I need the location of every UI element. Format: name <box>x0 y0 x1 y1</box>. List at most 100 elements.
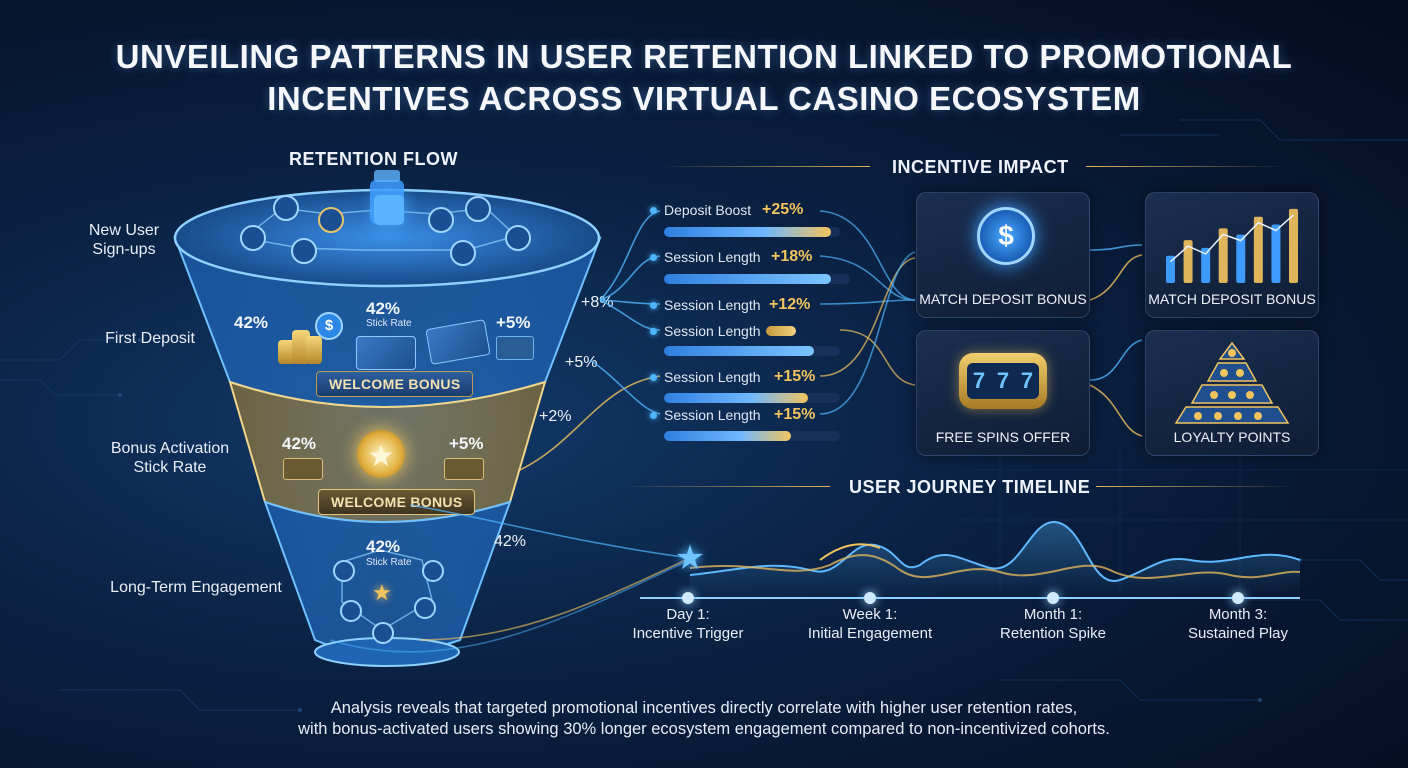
page-title: UNVEILING PATTERNS IN USER RETENTION LIN… <box>0 36 1408 120</box>
user-avatar-icon <box>505 225 531 251</box>
divider-line <box>1096 486 1296 487</box>
user-avatar-icon <box>428 207 454 233</box>
bullet-icon <box>650 374 657 381</box>
metric-bar <box>664 227 840 237</box>
side-value-4: 42% <box>494 533 527 550</box>
metric-bar-fill <box>664 274 832 284</box>
tier3-center-percentage: 42% <box>366 537 401 556</box>
milestone-title: Month 3: <box>1208 606 1268 623</box>
mini-chart-bar <box>1253 216 1263 283</box>
timeline-dot <box>1232 592 1244 604</box>
stage-label-long-term: Long-Term Engagement <box>110 579 282 596</box>
bar-chart-icon <box>1166 208 1298 283</box>
metric-bar <box>664 274 850 284</box>
divider-line <box>660 166 870 167</box>
tier1-badge: WELCOME BONUS <box>316 371 474 397</box>
tier1-center-subtitle: Stick Rate <box>366 318 412 329</box>
tier2-badge: WELCOME BONUS <box>318 489 476 515</box>
coin-stack-icon <box>278 322 322 364</box>
user-avatar-icon <box>340 600 362 622</box>
user-avatar-icon <box>273 195 299 221</box>
tier2-right-percentage: +5% <box>449 434 484 453</box>
mini-chart-bar <box>1271 224 1281 283</box>
timeline-milestone: Month 3: Sustained Play <box>1158 605 1318 643</box>
tier2-left-percentage: 42% <box>282 434 317 453</box>
metric-row: Session Length <box>650 321 850 341</box>
stage-label-bonus-activation: Bonus Activation Stick Rate <box>100 439 240 477</box>
mini-chart-bar <box>1218 228 1228 283</box>
tier3-center-subtitle: Stick Rate <box>366 557 412 568</box>
metric-value: +18% <box>771 248 813 265</box>
metric-value: +15% <box>774 406 816 423</box>
metric-value: +25% <box>762 201 804 218</box>
mini-chart-bar <box>1183 240 1193 283</box>
bullet-icon <box>650 254 657 261</box>
metric-bar-fill <box>766 326 796 336</box>
summary-text: Analysis reveals that targeted promotion… <box>0 698 1408 740</box>
divider-line <box>620 486 830 487</box>
metric-value: +15% <box>774 368 816 385</box>
metric-row: Session Length +15% <box>650 405 850 445</box>
star-burst-icon: ★ <box>674 539 706 577</box>
metric-bar <box>664 431 840 441</box>
timeline-milestone: Month 1: Retention Spike <box>973 605 1133 643</box>
mini-chart-bar <box>1236 234 1246 283</box>
milestone-title: Day 1: <box>666 606 710 623</box>
user-avatar-icon <box>291 238 317 264</box>
user-hologram-icon <box>374 195 404 225</box>
metric-bar-fill <box>664 346 814 356</box>
metric-label: Session Length <box>664 249 761 265</box>
card-label: MATCH DEPOSIT BONUS <box>919 291 1087 307</box>
mini-chart-bar <box>1166 255 1175 283</box>
metric-label: Deposit Boost <box>664 202 752 218</box>
card-match-deposit: $ MATCH DEPOSIT BONUS <box>916 192 1090 318</box>
title-line-1: UNVEILING PATTERNS IN USER RETENTION LIN… <box>115 38 1293 75</box>
card-icon <box>496 336 534 360</box>
bullet-icon <box>650 302 657 309</box>
summary-line-1: Analysis reveals that targeted promotion… <box>330 699 1078 717</box>
metric-bar-fill <box>664 393 809 403</box>
metric-value: +12% <box>769 296 811 313</box>
tier1-right-percentage: +5% <box>496 313 531 332</box>
bullet-icon <box>650 328 657 335</box>
user-avatar-icon <box>333 560 355 582</box>
incentive-impact-title: INCENTIVE IMPACT <box>892 157 1069 177</box>
milestone-caption: Initial Engagement <box>807 625 933 642</box>
user-avatar-icon <box>372 622 394 644</box>
metric-bar <box>664 346 840 356</box>
user-avatar-icon <box>465 196 491 222</box>
milestone-title: Week 1: <box>842 606 898 623</box>
mini-chart-bar <box>1289 208 1298 283</box>
card-icon <box>283 458 323 480</box>
milestone-caption: Retention Spike <box>1000 625 1106 642</box>
stage-label-line: Stick Rate <box>133 459 207 476</box>
metric-row: Deposit Boost +25% <box>650 200 850 240</box>
metric-bar <box>766 326 832 336</box>
milestone-caption: Sustained Play <box>1187 625 1289 642</box>
metric-bar <box>664 393 840 403</box>
dollar-coin-icon: $ <box>977 207 1035 265</box>
summary-line-2: with bonus-activated users showing 30% l… <box>298 720 1110 738</box>
title-line-2: INCENTIVES ACROSS VIRTUAL CASINO ECOSYST… <box>267 80 1141 117</box>
timeline-dot <box>1047 592 1059 604</box>
metric-bar-fill <box>664 431 791 441</box>
side-value-2: +5% <box>565 354 598 371</box>
side-value-3: +2% <box>539 408 572 425</box>
mini-chart-trend-line <box>1170 214 1294 263</box>
card-match-deposit-chart: MATCH DEPOSIT BONUS <box>1145 192 1319 318</box>
timeline-milestone: Day 1: Incentive Trigger <box>608 605 768 643</box>
stage-label-first-deposit: First Deposit <box>105 330 195 347</box>
star-medal-icon: ★ <box>349 430 413 486</box>
user-avatar-icon <box>240 225 266 251</box>
milestone-caption: Incentive Trigger <box>632 625 744 642</box>
retention-flow-title: RETENTION FLOW <box>289 149 458 169</box>
star-icon: ★ <box>372 580 392 605</box>
metric-row: Session Length +12% <box>650 295 850 315</box>
card-label: LOYALTY POINTS <box>1173 429 1291 445</box>
card-loyalty-points: LOYALTY POINTS <box>1145 330 1319 456</box>
divider-line <box>1086 166 1286 167</box>
mini-chart-bar <box>1201 247 1211 283</box>
